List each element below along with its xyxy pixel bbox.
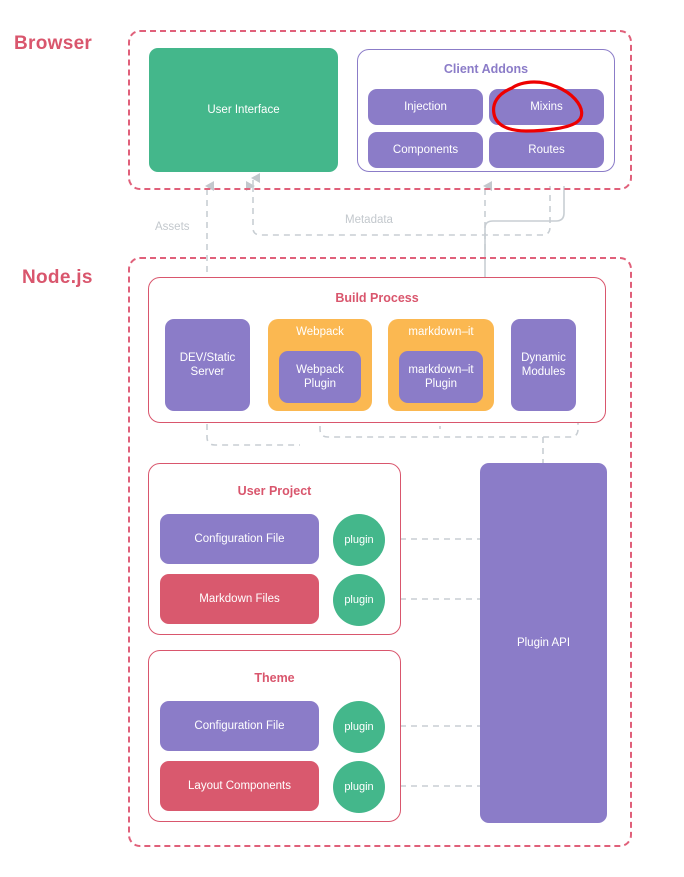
node-components[interactable]: Components: [368, 132, 483, 168]
node-markdown-files[interactable]: Markdown Files: [160, 574, 319, 624]
plugin-badge-user-project-config[interactable]: plugin: [333, 514, 385, 566]
plugin-badge-theme-config[interactable]: plugin: [333, 701, 385, 753]
node-mixins[interactable]: Mixins: [489, 89, 604, 125]
node-user-project-configuration-file[interactable]: Configuration File: [160, 514, 319, 564]
node-markdown-it-plugin[interactable]: markdown–it Plugin: [399, 351, 483, 403]
node-markdown-it[interactable]: markdown–it markdown–it Plugin: [388, 319, 494, 411]
zone-browser: [128, 30, 632, 190]
node-plugin-api[interactable]: Plugin API: [480, 463, 607, 823]
node-dynamic-modules[interactable]: Dynamic Modules: [511, 319, 576, 411]
node-webpack-label: Webpack: [296, 326, 344, 338]
flow-label-metadata: Metadata: [345, 214, 393, 226]
node-dev-static-server[interactable]: DEV/Static Server: [165, 319, 250, 411]
group-title-client-addons: Client Addons: [443, 62, 529, 76]
node-theme-configuration-file[interactable]: Configuration File: [160, 701, 319, 751]
flow-label-assets: Assets: [155, 221, 190, 233]
node-layout-components[interactable]: Layout Components: [160, 761, 319, 811]
node-webpack[interactable]: Webpack Webpack Plugin: [268, 319, 372, 411]
plugin-badge-layout-components[interactable]: plugin: [333, 761, 385, 813]
plugin-badge-markdown-files[interactable]: plugin: [333, 574, 385, 626]
node-injection[interactable]: Injection: [368, 89, 483, 125]
zone-nodejs: [128, 257, 632, 847]
group-title-user-project: User Project: [237, 484, 312, 498]
node-user-interface[interactable]: User Interface: [149, 48, 338, 172]
group-title-theme: Theme: [254, 671, 295, 685]
node-routes[interactable]: Routes: [489, 132, 604, 168]
zone-label-nodejs: Node.js: [22, 267, 93, 288]
zone-label-browser: Browser: [14, 33, 93, 54]
node-markdown-it-label: markdown–it: [408, 326, 474, 338]
node-webpack-plugin[interactable]: Webpack Plugin: [279, 351, 361, 403]
group-title-build-process: Build Process: [335, 291, 419, 305]
